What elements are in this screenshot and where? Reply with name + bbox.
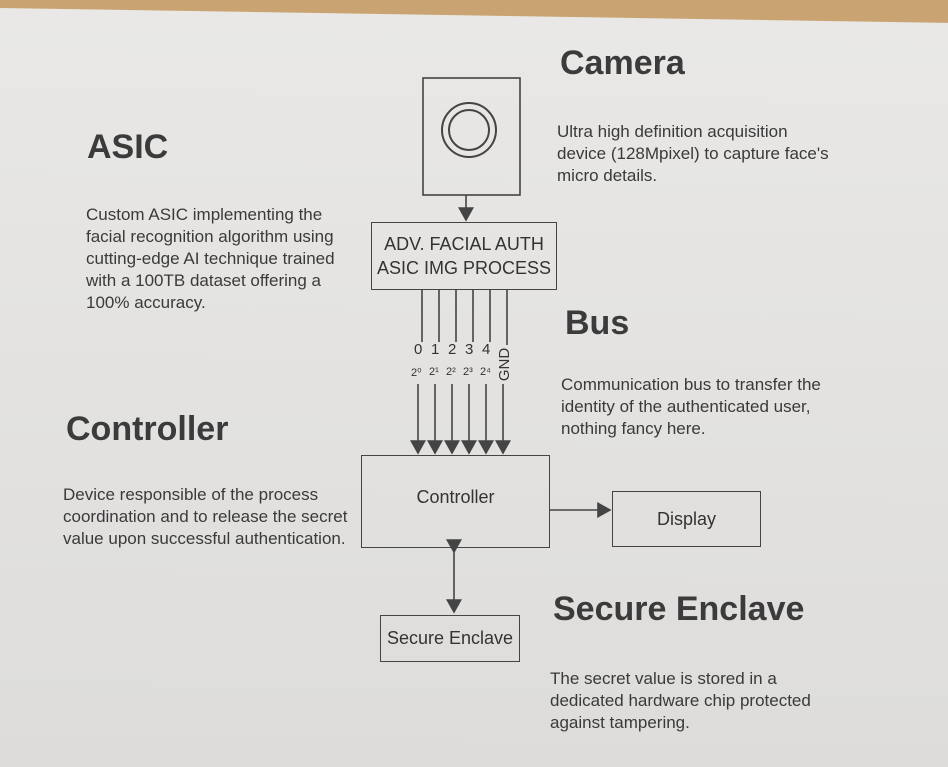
bus-weight-label: 2² [446, 366, 456, 378]
display-box: Display [612, 491, 761, 547]
bus-lines [410, 290, 511, 455]
bus-line-label: 1 [431, 341, 440, 358]
controller-title: Controller [66, 410, 229, 448]
secure-enclave-box-label: Secure Enclave [386, 628, 514, 648]
bus-line-label: 0 [414, 341, 423, 358]
asic-box-line1: ADV. FACIAL AUTH [384, 234, 544, 254]
asic-box: ADV. FACIAL AUTH ASIC IMG PROCESS [371, 222, 557, 290]
camera-lens-icon [422, 77, 521, 196]
camera-description: Ultra high definition acquisition device… [557, 122, 829, 185]
bus-weight-label: 2¹ [429, 366, 439, 378]
bus-title: Bus [565, 304, 630, 342]
bus-weight-label: 2⁰ [411, 367, 422, 379]
bus-description: Communication bus to transfer the identi… [561, 375, 821, 438]
display-box-label: Display [656, 508, 717, 529]
asic-box-line2: ASIC IMG PROCESS [376, 258, 552, 278]
controller-box: Controller [361, 455, 550, 548]
bus-line-label: 4 [482, 341, 491, 358]
bus-weight-label: 2³ [463, 366, 473, 378]
bus-line-label: 3 [465, 341, 474, 358]
secure-enclave-box: Secure Enclave [380, 615, 520, 662]
asic-title: ASIC [87, 128, 169, 166]
secure-enclave-title: Secure Enclave [553, 590, 805, 628]
bus-weight-label: 2⁴ [480, 366, 491, 378]
bus-line-label: 2 [448, 341, 457, 358]
asic-description: Custom ASIC implementing the facial reco… [86, 205, 335, 312]
bus-ground-label: GND [496, 347, 514, 382]
camera-title: Camera [560, 44, 685, 82]
secure-enclave-description: The secret value is stored in a dedicate… [550, 669, 811, 732]
controller-description: Device responsible of the process coordi… [63, 485, 348, 548]
controller-box-label: Controller [416, 487, 495, 507]
